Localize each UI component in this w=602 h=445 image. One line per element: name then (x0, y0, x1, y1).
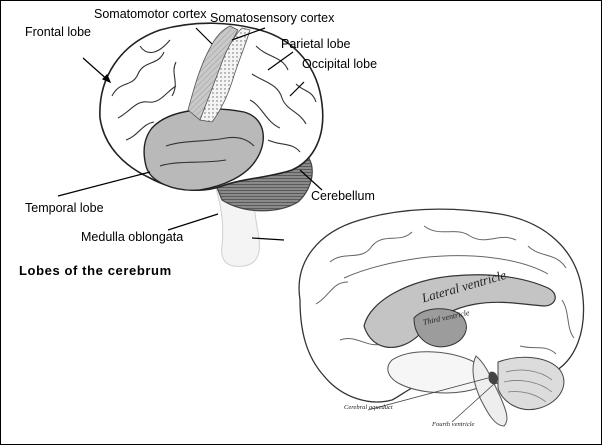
label-somatomotor-cortex: Somatomotor cortex (94, 8, 207, 21)
label-fourth-ventricle: Fourth ventricle (432, 421, 474, 428)
label-somatosensory-cortex: Somatosensory cortex (210, 12, 334, 25)
label-cerebral-aqueduct: Cerebral aqueduct (344, 404, 393, 411)
label-medulla-oblongata: Medulla oblongata (81, 231, 183, 244)
label-occipital-lobe: Occipital lobe (302, 58, 377, 71)
label-parietal-lobe: Parietal lobe (281, 38, 351, 51)
label-cerebellum: Cerebellum (311, 190, 375, 203)
label-frontal-lobe: Frontal lobe (25, 26, 91, 39)
label-temporal-lobe: Temporal lobe (25, 202, 104, 215)
diagram-caption: Lobes of the cerebrum (19, 263, 172, 278)
